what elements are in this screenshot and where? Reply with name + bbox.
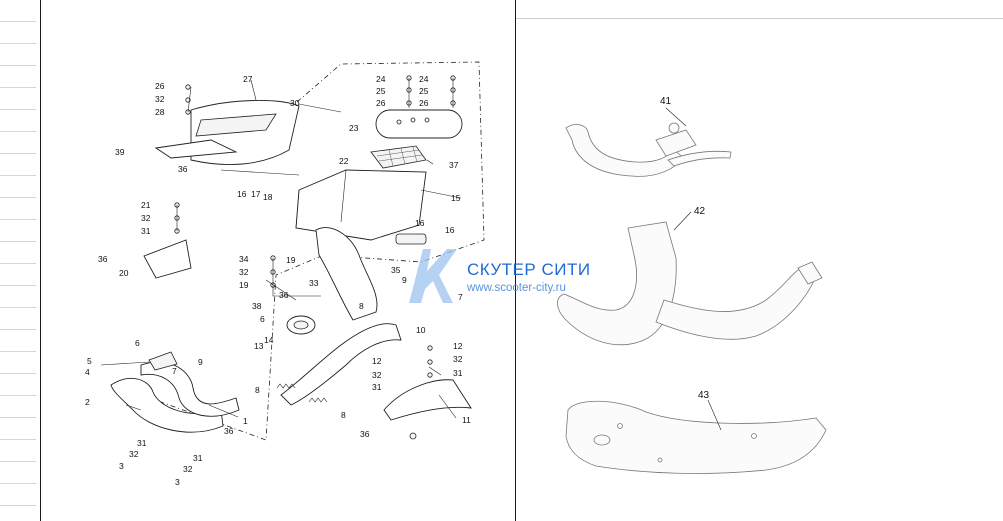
callout: 3: [175, 477, 180, 487]
callout: 22: [339, 156, 349, 166]
callout: 6: [260, 314, 265, 324]
callout: 9: [198, 357, 203, 367]
callout: 30: [290, 98, 300, 108]
callout: 31: [141, 226, 151, 236]
callout: 26: [155, 81, 165, 91]
callout: 39: [115, 147, 125, 157]
callout: 23: [349, 123, 359, 133]
callout-43: 43: [698, 390, 710, 401]
exhaust-exploded-diagram: 26 32 28 27 30 39 36 24 25 26 24 25 26 2…: [85, 61, 485, 487]
callout: 17: [251, 189, 261, 199]
panel-divider: [515, 0, 516, 521]
callout: 7: [172, 366, 177, 376]
clamp-16: [395, 233, 427, 245]
left-callout-labels: 26 32 28 27 30 39 36 24 25 26 24 25 26 2…: [85, 74, 471, 487]
callout: 36: [279, 290, 289, 300]
callout: 24: [419, 74, 429, 84]
callout: 32: [453, 354, 463, 364]
callout: 16: [445, 225, 455, 235]
callout: 21: [141, 200, 151, 210]
part-43-heat-shield: [565, 399, 827, 474]
watermark-title: СКУТЕР СИТИ: [467, 260, 591, 279]
flange-5: [148, 351, 178, 371]
alternative-parts-diagram: 41 42 43: [557, 96, 827, 474]
muffler-15: [295, 169, 427, 241]
bracket-20: [143, 239, 192, 279]
callout: 32: [239, 267, 249, 277]
callout-41: 41: [660, 96, 672, 107]
callout: 25: [419, 86, 429, 96]
callout: 36: [98, 254, 108, 264]
callout: 10: [416, 325, 426, 335]
callout: 26: [419, 98, 429, 108]
callout: 31: [372, 382, 382, 392]
shield-plate-39: [154, 139, 238, 159]
spring-8a: [276, 383, 296, 389]
callout: 34: [239, 254, 249, 264]
callout: 26: [376, 98, 386, 108]
callout: 11: [462, 415, 471, 425]
shield-slot: [195, 113, 277, 137]
callout: 31: [193, 453, 203, 463]
callout: 38: [252, 301, 262, 311]
callout: 37: [449, 160, 459, 170]
callout: 12: [372, 356, 382, 366]
callout: 12: [453, 341, 463, 351]
callout: 14: [264, 335, 274, 345]
callout: 19: [239, 280, 249, 290]
header-pipe-1: [140, 361, 240, 417]
callout: 32: [183, 464, 193, 474]
callout: 8: [341, 410, 346, 420]
callout: 32: [129, 449, 139, 459]
callout: 8: [255, 385, 260, 395]
callout: 6: [135, 338, 140, 348]
link-pipe-10: [280, 323, 402, 406]
callout: 18: [263, 192, 273, 202]
callout: 24: [376, 74, 386, 84]
callout: 20: [119, 268, 129, 278]
watermark-logo-shape: [409, 249, 457, 303]
callout: 16: [415, 218, 425, 228]
mesh-screen-22: [370, 145, 427, 169]
callout: 8: [359, 301, 364, 311]
callout: 32: [141, 213, 151, 223]
callout: 32: [372, 370, 382, 380]
callout: 9: [402, 275, 407, 285]
catalyst-33: [315, 227, 378, 321]
part-41-pipe-with-sensor: [565, 107, 732, 177]
callout: 13: [254, 341, 264, 351]
exhaust-pipe-2: [110, 377, 224, 433]
callout: 1: [243, 416, 248, 426]
muffler-end-cover-23: [375, 109, 463, 139]
spring-8b: [308, 397, 328, 403]
callout: 36: [224, 426, 234, 436]
left-margin-ruler: [0, 0, 36, 521]
callout: 5: [87, 356, 92, 366]
callout: 7: [458, 292, 463, 302]
callout: 36: [178, 164, 188, 174]
callout: 27: [243, 74, 253, 84]
callout: 2: [85, 397, 90, 407]
heat-guard-11: [383, 379, 472, 421]
callout: 36: [360, 429, 370, 439]
callout: 4: [85, 367, 90, 377]
callout: 35: [391, 265, 401, 275]
callout: 31: [137, 438, 147, 448]
callout: 28: [155, 107, 165, 117]
part-42-header-pipe: [557, 211, 823, 346]
callout: 3: [119, 461, 124, 471]
callout: 32: [155, 94, 165, 104]
callout: 19: [286, 255, 296, 265]
callout: 25: [376, 86, 386, 96]
callout: 33: [309, 278, 319, 288]
callout: 15: [451, 193, 461, 203]
callout-42: 42: [694, 206, 706, 217]
callout: 16: [237, 189, 247, 199]
right-panel-top-line: [516, 18, 1003, 19]
leader-lines: [100, 78, 462, 419]
watermark-url: www.scooter-city.ru: [466, 282, 566, 294]
left-page-border: [40, 0, 41, 521]
callout: 31: [453, 368, 463, 378]
watermark: СКУТЕР СИТИ www.scooter-city.ru: [409, 249, 591, 303]
